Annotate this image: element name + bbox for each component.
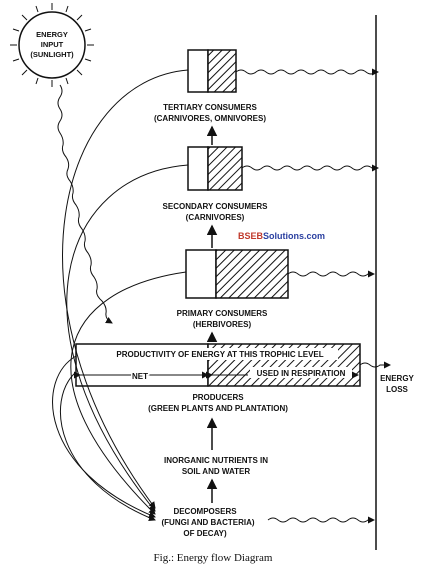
decomposers-sublabel: (FUNGI AND BACTERIA) xyxy=(161,518,254,527)
decomposers-sublabel-2: OF DECAY) xyxy=(183,529,227,538)
sun-label-line2: INPUT xyxy=(41,40,64,49)
sun-label-line1: ENERGY xyxy=(36,30,68,39)
tertiary-consumers-label: TERTIARY CONSUMERS xyxy=(163,103,257,112)
producers-label: PRODUCERS xyxy=(192,393,244,402)
decomposers-label: DECOMPOSERS xyxy=(173,507,237,516)
watermark: BSEBSolutions.com xyxy=(238,231,325,241)
secondary-consumers-box xyxy=(187,146,243,191)
producers-box xyxy=(74,343,361,387)
primary-consumers-label: PRIMARY CONSUMERS xyxy=(177,309,268,318)
nutrients-sublabel: SOIL AND WATER xyxy=(182,467,251,476)
net-label: NET xyxy=(132,372,148,381)
energy-loss-wavy-lines xyxy=(235,68,391,524)
sun-icon xyxy=(10,3,94,87)
figure-caption: Fig.: Energy flow Diagram xyxy=(154,552,273,564)
decomposition-curves xyxy=(52,69,189,522)
productivity-label: PRODUCTIVITY OF ENERGY AT THIS TROPHIC L… xyxy=(116,350,323,359)
secondary-consumers-label: SECONDARY CONSUMERS xyxy=(163,202,269,211)
primary-consumers-sublabel: (HERBIVORES) xyxy=(193,320,252,329)
tertiary-consumers-sublabel: (CARNIVORES, OMNIVORES) xyxy=(154,114,266,123)
respiration-label: USED IN RESPIRATION xyxy=(257,369,346,378)
energy-loss-sublabel: LOSS xyxy=(386,385,408,394)
sunlight-wavy-line xyxy=(57,84,113,324)
secondary-consumers-sublabel: (CARNIVORES) xyxy=(186,213,245,222)
tertiary-consumers-box xyxy=(187,49,237,93)
sun-label-line3: (SUNLIGHT) xyxy=(30,50,74,59)
energy-loss-label: ENERGY xyxy=(380,374,414,383)
nutrients-label: INORGANIC NUTRIENTS IN xyxy=(164,456,268,465)
primary-consumers-box xyxy=(185,249,289,299)
producers-sublabel: (GREEN PLANTS AND PLANTATION) xyxy=(148,404,288,413)
